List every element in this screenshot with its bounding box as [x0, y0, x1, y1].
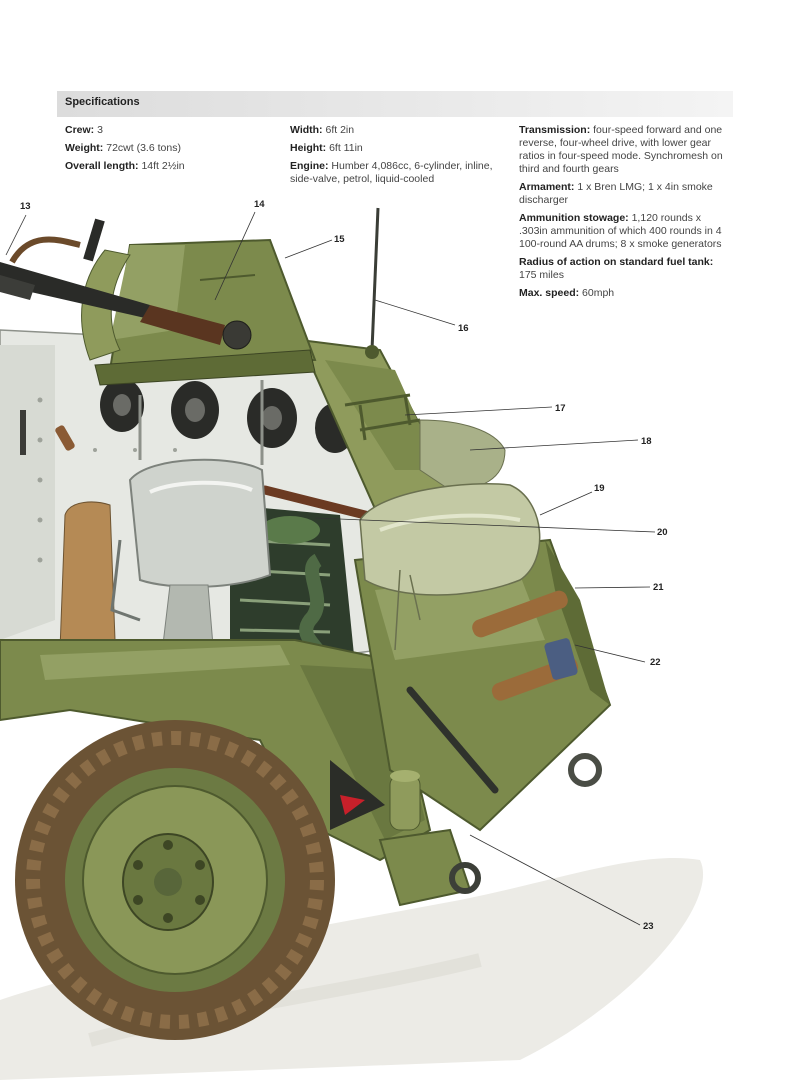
- specifications-column-1: Crew: 3 Weight: 72cwt (3.6 tons) Overall…: [65, 124, 265, 178]
- callout-22: 22: [650, 657, 661, 668]
- backrest-pad: [59, 501, 116, 651]
- callout-13: 13: [20, 201, 31, 212]
- spec-row-weight: Weight: 72cwt (3.6 tons): [65, 142, 181, 154]
- callout-20: 20: [657, 527, 668, 538]
- spec-row-overall-length: Overall length: 14ft 2½in: [65, 160, 185, 172]
- turret-shield: [81, 238, 317, 386]
- specifications-column-2: Width: 6ft 2in Height: 6ft 11in Engine: …: [290, 124, 502, 191]
- spec-row-armament: Armament: 1 x Bren LMG; 1 x 4in smoke di…: [519, 181, 713, 206]
- bren-light-machine-gun: [0, 218, 252, 350]
- spec-row-max-speed: Max. speed: 60mph: [519, 287, 615, 299]
- leader-lines: [5, 211, 656, 926]
- antenna-base: [365, 345, 379, 359]
- callout-14: 14: [254, 199, 265, 210]
- radio-antenna: [370, 207, 380, 351]
- front-wheel: [15, 720, 335, 1040]
- callout-16: 16: [458, 323, 469, 334]
- unit-insignia: [330, 760, 385, 830]
- callout-17: 17: [555, 403, 566, 414]
- armoured-car-cutaway-illustration: 13 14 15 16 17 18 19 20 21 22 23: [0, 199, 704, 1080]
- callout-15: 15: [334, 234, 345, 245]
- spec-row-transmission: Transmission: four-speed forward and one…: [519, 124, 723, 175]
- front-towing-gear: [378, 770, 481, 907]
- specifications-column-3: Transmission: four-speed forward and one…: [519, 124, 731, 305]
- canvas-bedrolls: [359, 419, 541, 651]
- spec-row-crew: Crew: 3: [65, 124, 103, 136]
- spec-row-engine: Engine: Humber 4,086cc, 6-cylinder, inli…: [290, 160, 493, 185]
- specifications-header-band: Specifications: [57, 91, 733, 117]
- callout-23: 23: [643, 921, 654, 932]
- spec-row-ammunition-stowage: Ammunition stowage: 1,120 rounds x .303i…: [519, 212, 722, 250]
- spec-row-height: Height: 6ft 11in: [290, 142, 363, 154]
- callout-21: 21: [653, 582, 664, 593]
- callout-19: 19: [594, 483, 605, 494]
- specifications-title: Specifications: [65, 96, 140, 108]
- ammunition-drums: [100, 378, 355, 453]
- spec-row-width: Width: 6ft 2in: [290, 124, 355, 136]
- callout-18: 18: [641, 436, 652, 447]
- spec-row-radius-of-action: Radius of action on standard fuel tank: …: [519, 256, 714, 281]
